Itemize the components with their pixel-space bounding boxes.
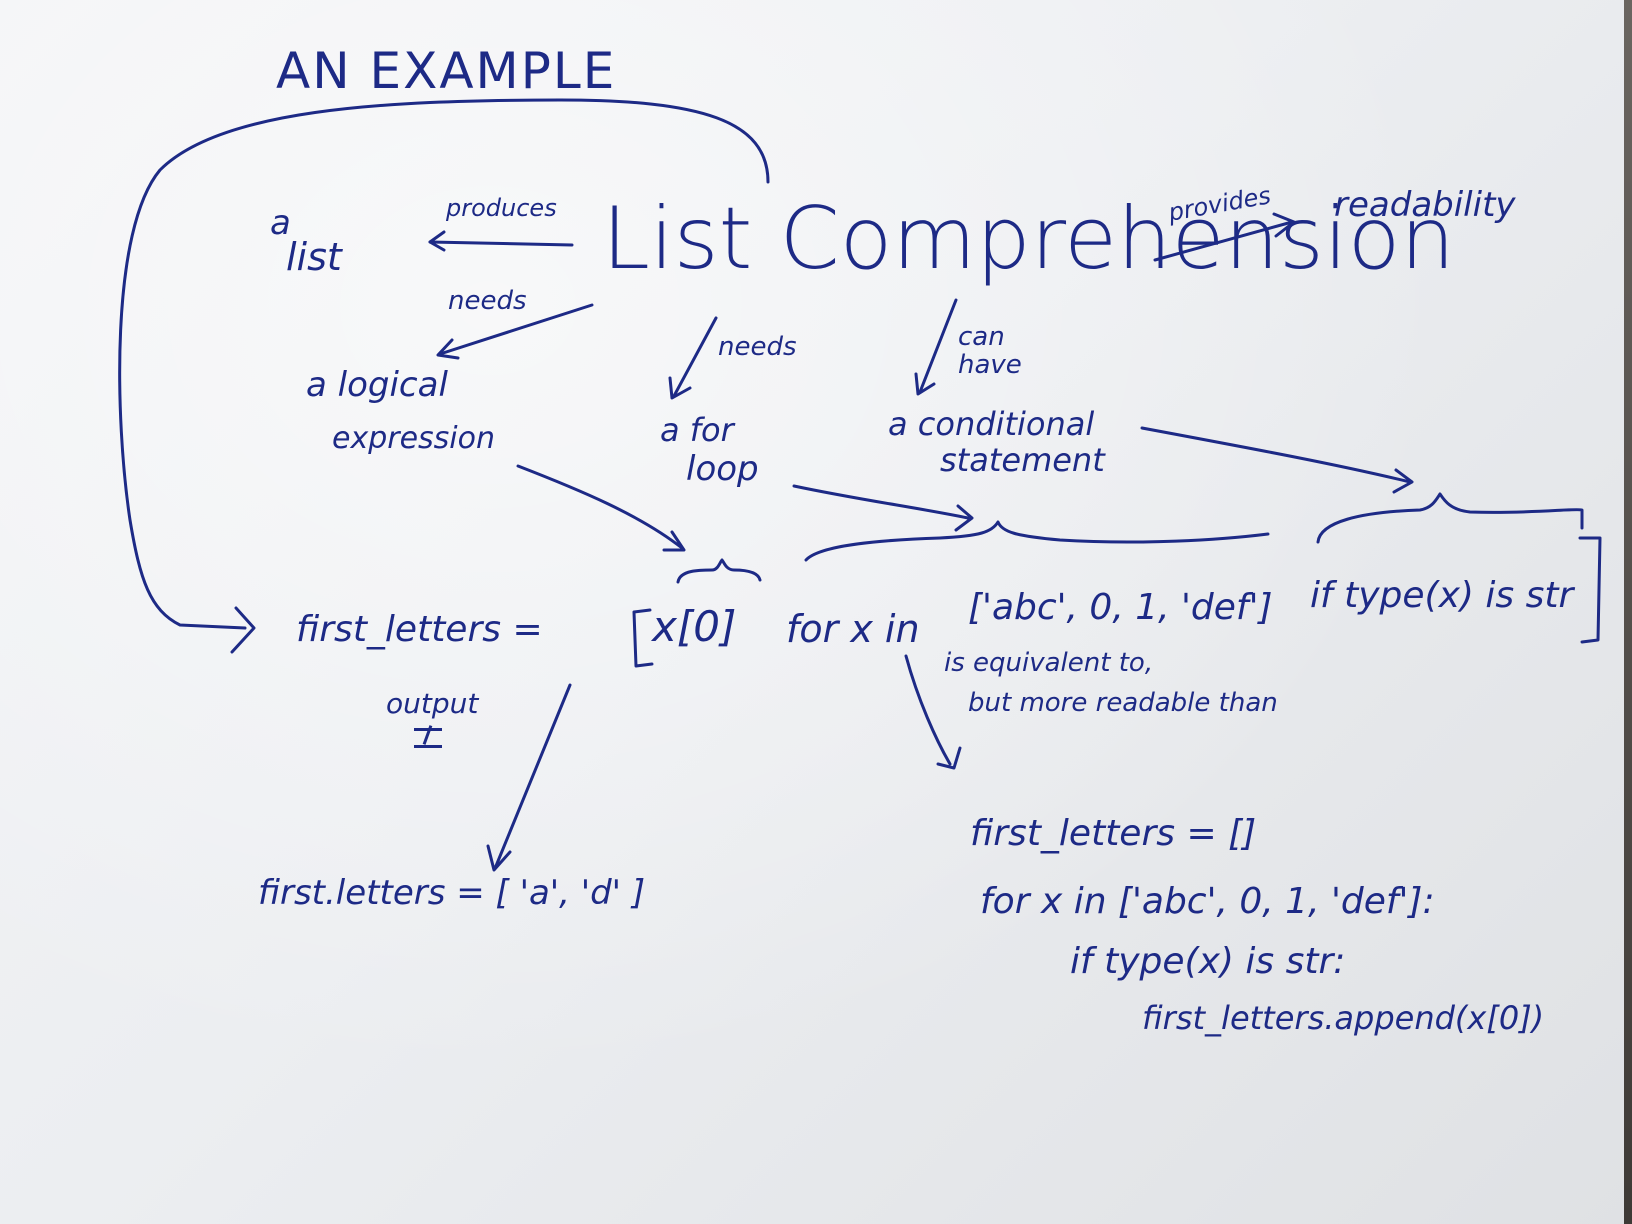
brace-for [804, 520, 1270, 562]
crossed-out-mark [414, 728, 442, 748]
node-a-list: list [286, 235, 342, 279]
arrow-loop-to-brace [792, 484, 970, 520]
arrowhead-needs-mid [668, 376, 692, 400]
arrow-produces [428, 240, 574, 247]
arrowhead-example [230, 606, 256, 654]
node-a-list-article: a [270, 203, 291, 243]
arrowhead-produces [428, 230, 446, 252]
arrowhead-output [486, 844, 512, 872]
table-edge [1624, 0, 1632, 1224]
arrow-cond-to-brace [1140, 426, 1412, 484]
arrow-output [494, 683, 572, 868]
edge-label-needs-left: needs [448, 286, 527, 316]
loop-code-line1: first_letters = [] [970, 813, 1257, 854]
edge-label-produces: produces [446, 194, 557, 222]
code-lhs: first_letters = [296, 609, 543, 650]
arrow-example [118, 98, 770, 630]
arrow-can-have [918, 298, 958, 394]
arrowhead-can-have [914, 372, 936, 396]
code-expr: x[0] [652, 602, 737, 651]
node-forloop-line2: loop [686, 449, 759, 489]
arrow-equivalent [904, 654, 952, 766]
node-conditional-line1: a conditional [888, 405, 1095, 443]
loop-code-line4: first_letters.append(x[0]) [1142, 999, 1545, 1037]
edge-label-output: output [386, 687, 479, 720]
edge-label-needs-mid: needs [718, 332, 797, 362]
arrowhead-provides [1272, 212, 1296, 238]
node-list-comprehension: List Comprehension [602, 189, 1455, 289]
arrowhead-equivalent [936, 746, 962, 770]
arrowhead-needs-left [436, 338, 460, 360]
page-title: AN EXAMPLE [276, 42, 617, 100]
arrowhead-cond [1392, 468, 1414, 494]
bracket-open [632, 608, 654, 668]
node-readability: readability [1334, 185, 1516, 225]
arrowhead-logical [662, 530, 686, 552]
code-condition: if type(x) is str [1310, 575, 1574, 616]
loop-code-line2: for x in ['abc', 0, 1, 'def']: [980, 881, 1435, 922]
arrowhead-loop [954, 504, 974, 532]
edge-label-equivalent-1: is equivalent to, [944, 648, 1154, 678]
code-iterable: ['abc', 0, 1, 'def'] [968, 587, 1273, 628]
arrow-provides [1153, 220, 1294, 262]
arrow-logical-to-expr [516, 464, 684, 550]
bracket-close [1578, 536, 1602, 644]
loop-code-line3: if type(x) is str: [1070, 941, 1346, 982]
arrow-needs-left [438, 303, 594, 356]
output-result: first.letters = [ 'a', 'd' ] [258, 873, 646, 913]
edge-label-have: have [958, 350, 1022, 380]
edge-label-equivalent-2: but more readable than [968, 688, 1278, 718]
node-forloop-line1: a for [660, 411, 734, 449]
brace-if [1316, 492, 1584, 544]
edge-label-can: can [958, 322, 1005, 352]
brace-expr [676, 558, 762, 584]
node-logical-line2: expression [332, 421, 496, 456]
code-for-part: for x in [786, 607, 920, 651]
arrow-needs-mid [672, 316, 718, 398]
node-logical-line1: a logical [306, 365, 448, 405]
node-conditional-line2: statement [940, 441, 1105, 479]
